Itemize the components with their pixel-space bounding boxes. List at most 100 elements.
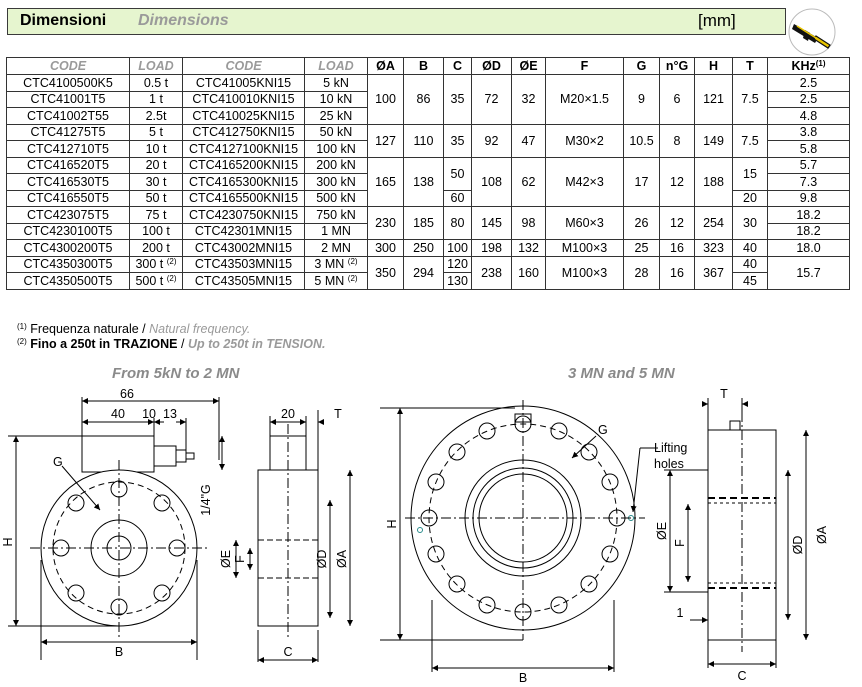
load-cell: 1 MN	[304, 222, 368, 240]
col-header: G	[623, 57, 660, 75]
footnote-2: (2) Fino a 250t in TRAZIONE / Up to 250t…	[17, 337, 326, 351]
dim-d: 198	[471, 239, 512, 257]
dim-c: 50	[443, 156, 472, 191]
col-header: KHz(1)	[767, 57, 850, 75]
dim-f: M100×3	[545, 255, 624, 290]
dim-h: 367	[694, 255, 733, 290]
dim-g: 10.5	[623, 123, 660, 158]
label-g-right: G	[598, 423, 608, 437]
col-header: LOAD	[304, 57, 368, 75]
col-header: CODE	[182, 57, 305, 75]
dim-t: 45	[732, 272, 768, 290]
dim-c: 35	[443, 74, 472, 125]
code-cell: CTC4165500KNI15	[182, 189, 305, 207]
dim-d: 72	[471, 74, 512, 125]
code-cell: CTC41275T5	[6, 123, 130, 141]
table-row: CTC416550T5 50 t CTC4165500KNI15 500 kN …	[6, 189, 850, 207]
load-cell: 25 kN	[304, 107, 368, 125]
khz-cell: 2.5	[767, 90, 850, 108]
load-cell: 5 MN (2)	[304, 272, 368, 290]
code-cell: CTC416520T5	[6, 156, 130, 174]
front-view-small	[8, 397, 220, 660]
dim-b: 86	[403, 74, 444, 125]
load-cell: 750 kN	[304, 206, 368, 224]
load-cell: 10 kN	[304, 90, 368, 108]
dim-t: 7.5	[732, 123, 768, 158]
label-40: 40	[111, 407, 125, 421]
dim-f: M100×3	[545, 239, 624, 257]
dim-g: 28	[623, 255, 660, 290]
label-quarter-g: 1/4"G	[199, 484, 213, 516]
code-cell: CTC41002T55	[6, 107, 130, 125]
label-10: 10	[142, 407, 156, 421]
dim-t: 40	[732, 255, 768, 273]
code-cell: CTC41001T5	[6, 90, 130, 108]
load-cell: 20 t	[129, 156, 183, 174]
khz-cell: 7.3	[767, 173, 850, 191]
label-holes: holes	[654, 457, 684, 471]
load-cell: 5 t	[129, 123, 183, 141]
code-cell: CTC4165200KNI15	[182, 156, 305, 174]
load-cell: 3 MN (2)	[304, 255, 368, 273]
load-cell: 500 kN	[304, 189, 368, 207]
load-cell: 75 t	[129, 206, 183, 224]
dim-a: 100	[367, 74, 404, 125]
load-cell: 200 kN	[304, 156, 368, 174]
load-cell: 2.5t	[129, 107, 183, 125]
dim-e: 62	[511, 156, 546, 207]
label-oa-right: ØA	[815, 525, 829, 544]
side-view-large	[664, 398, 809, 668]
label-od-left: ØD	[315, 550, 329, 569]
code-cell: CTC4230750KNI15	[182, 206, 305, 224]
label-oe-left: ØE	[219, 550, 233, 568]
khz-cell: 9.8	[767, 189, 850, 207]
khz-cell: 18.2	[767, 206, 850, 224]
col-header: F	[545, 57, 624, 75]
khz-cell: 18.2	[767, 222, 850, 240]
table-row: CTC4350500T5 500 t (2) CTC43505MNI15 5 M…	[6, 272, 850, 290]
load-cell: 300 kN	[304, 173, 368, 191]
front-view-large	[380, 400, 658, 672]
caption-left: From 5kN to 2 MN	[112, 365, 240, 382]
label-20: 20	[281, 407, 295, 421]
dim-e: 98	[511, 206, 546, 240]
side-view-small	[219, 410, 353, 663]
label-oe-right: ØE	[655, 522, 669, 540]
dim-t: 20	[732, 189, 768, 207]
table-row: CTC41001T5 1 t CTC410010KNI15 10 kN 2.5	[6, 90, 850, 108]
label-b-left: B	[115, 645, 123, 659]
label-1: 1	[677, 606, 684, 620]
dim-a: 230	[367, 206, 404, 240]
table-row: CTC416530T5 30 t CTC4165300KNI15 300 kN …	[6, 173, 850, 191]
dim-c: 100	[443, 239, 472, 257]
dim-e: 32	[511, 74, 546, 125]
load-cell: 500 t (2)	[129, 272, 183, 290]
dim-f: M20×1.5	[545, 74, 624, 125]
dim-h: 149	[694, 123, 733, 158]
table-row: CTC4350300T5 300 t (2) CTC43503MNI15 3 M…	[6, 255, 850, 290]
khz-cell: 2.5	[767, 74, 850, 92]
dim-f: M60×3	[545, 206, 624, 240]
label-oa-left: ØA	[335, 549, 349, 568]
dim-ng: 12	[659, 206, 695, 240]
dim-t: 30	[732, 206, 768, 240]
section-header: Dimensioni Dimensions [mm]	[7, 8, 786, 35]
code-cell: CTC416550T5	[6, 189, 130, 207]
label-f-right: F	[673, 539, 687, 547]
table-row: CTC4230100T5 100 t CTC42301MNI15 1 MN 18…	[6, 222, 850, 240]
table-row: CTC4300200T5 200 t CTC43002MNI15 2 MN 30…	[6, 239, 850, 257]
label-66: 66	[120, 387, 134, 401]
col-header: C	[443, 57, 472, 75]
col-header: H	[694, 57, 733, 75]
code-cell: CTC4350500T5	[6, 272, 130, 290]
code-cell: CTC410010KNI15	[182, 90, 305, 108]
label-b-right: B	[519, 671, 527, 685]
load-cell: 10 t	[129, 140, 183, 158]
dim-g: 26	[623, 206, 660, 240]
load-cell: 100 t	[129, 222, 183, 240]
dim-ng: 16	[659, 239, 695, 257]
col-header: ØA	[367, 57, 404, 75]
code-cell: CTC42301MNI15	[182, 222, 305, 240]
dim-h: 323	[694, 239, 733, 257]
load-cell: 5 kN	[304, 74, 368, 92]
